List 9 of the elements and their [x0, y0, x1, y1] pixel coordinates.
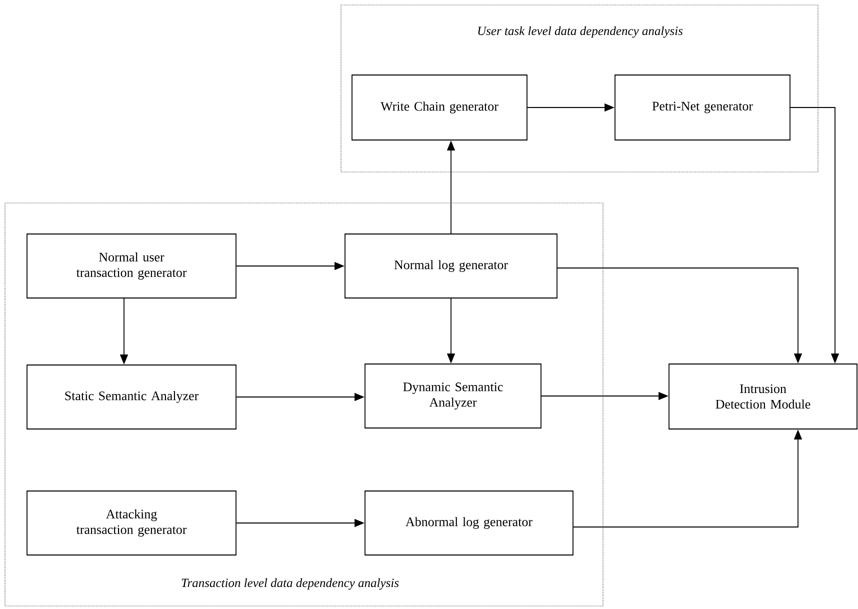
process-box: Abnormal log generator: [364, 490, 574, 556]
process-box: Normal user transaction generator: [26, 234, 236, 298]
process-box: Write Chain generator: [352, 74, 528, 140]
process-box: Static Semantic Analyzer: [26, 364, 236, 430]
process-box: Petri-Net generator: [614, 74, 790, 140]
process-box: Intrusion Detection Module: [668, 364, 858, 430]
process-box: Dynamic Semantic Analyzer: [364, 364, 542, 428]
process-box: Normal log generator: [344, 234, 558, 298]
process-box: Attacking transaction generator: [26, 490, 236, 556]
